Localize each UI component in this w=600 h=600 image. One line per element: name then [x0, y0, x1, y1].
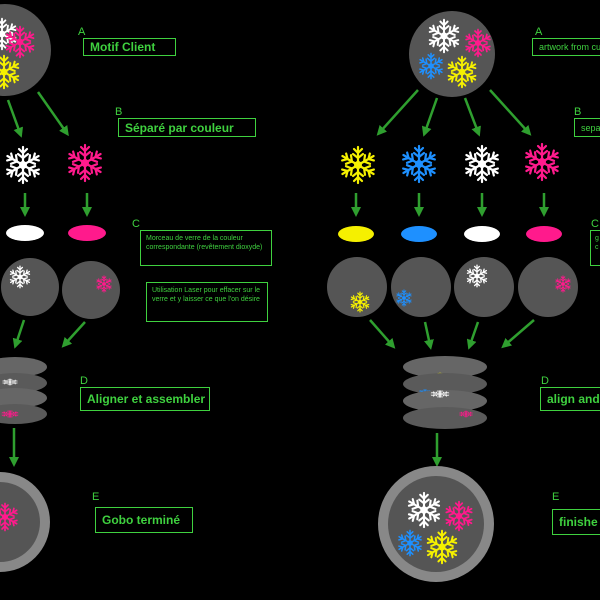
white-glass-disc	[1, 258, 59, 316]
snowflake-icon	[464, 146, 500, 182]
artwork-box: artwork from cu	[532, 38, 600, 56]
yellow-glass-disc	[327, 257, 387, 317]
step-c-label: C	[591, 218, 599, 230]
arrow-icon	[369, 319, 396, 349]
arrow-icon	[423, 321, 434, 350]
magenta-glass-oval	[68, 225, 106, 241]
arrow-icon	[12, 319, 26, 349]
step-b-label: B	[574, 106, 582, 118]
snowflake-icon	[340, 147, 376, 183]
arrow-icon	[501, 319, 535, 349]
finished-gobo	[0, 472, 50, 572]
step-d-label: D	[541, 375, 549, 387]
arrow-icon	[61, 321, 86, 348]
blue-glass-disc	[391, 257, 451, 317]
stacked-glass	[403, 356, 487, 429]
magenta-glass-disc	[62, 261, 120, 319]
arrow-icon	[36, 91, 69, 137]
snowflake-icon	[401, 146, 437, 182]
white-glass-oval	[464, 226, 500, 242]
step-e-label: E	[92, 491, 100, 503]
snowflake-icon	[524, 144, 560, 180]
client-motif-disc	[0, 4, 51, 96]
aligner-assembler-box: Aligner et assembler	[80, 387, 210, 411]
step-c-label: C	[132, 218, 140, 230]
step-e-label: E	[552, 491, 560, 503]
white-glass-oval	[6, 225, 44, 241]
arrow-icon	[421, 97, 439, 137]
finished-box: finishe	[552, 509, 600, 535]
yellow-glass-oval	[338, 226, 374, 242]
separe-couleur-box: Séparé par couleur	[118, 118, 256, 137]
magenta-glass-oval	[526, 226, 562, 242]
step-a-label: A	[535, 26, 543, 38]
artwork-disc	[409, 11, 495, 97]
align-box: align and	[540, 387, 600, 411]
step-a-label: A	[78, 26, 86, 38]
step-d-label: D	[80, 375, 88, 387]
snowflake-icon	[5, 147, 41, 183]
white-glass-disc	[454, 257, 514, 317]
morceau-verre-box: Morceau de verre de la couleur correspon…	[140, 230, 272, 266]
blue-glass-oval	[401, 226, 437, 242]
snowflake-icon	[67, 145, 103, 181]
gobo-termine-box: Gobo terminé	[95, 507, 193, 533]
glass-box: g c	[590, 230, 600, 266]
stacked-glass	[0, 357, 47, 424]
arrow-icon	[6, 99, 23, 138]
laser-box: Utilisation Laser pour effacer sur le ve…	[146, 282, 268, 322]
arrow-icon	[466, 321, 480, 350]
finished-gobo	[378, 466, 494, 582]
magenta-glass-disc	[518, 257, 578, 317]
motif-client-box: Motif Client	[83, 38, 176, 56]
arrow-icon	[376, 89, 419, 136]
arrow-icon	[463, 97, 481, 137]
arrow-icon	[489, 89, 532, 136]
separation-box: sepa	[574, 118, 600, 137]
step-b-label: B	[115, 106, 123, 118]
